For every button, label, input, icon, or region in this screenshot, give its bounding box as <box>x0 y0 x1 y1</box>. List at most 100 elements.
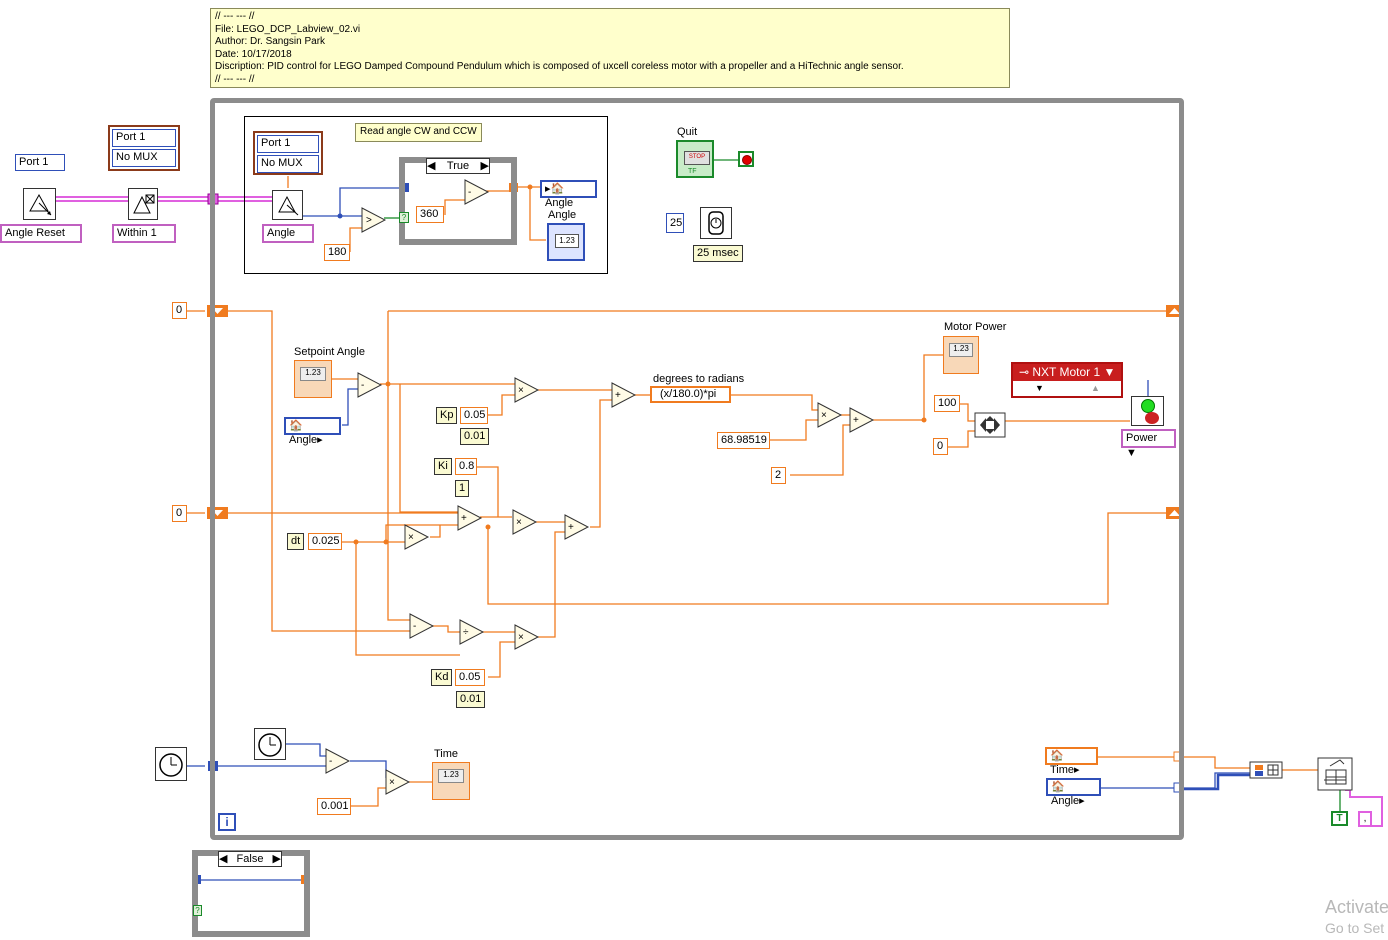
delimiter-constant[interactable]: , <box>1358 811 1372 827</box>
svg-text:+: + <box>568 522 574 533</box>
shift-init-mid[interactable]: 0 <box>172 505 187 522</box>
dt-value[interactable]: 0.025 <box>308 533 342 550</box>
read-angle-selector[interactable]: Angle <box>262 224 314 243</box>
ki-value[interactable]: 0.8 <box>455 458 477 475</box>
angle-indicator-value: 1.23 <box>555 234 579 248</box>
nxt-motor-header[interactable]: ⊸ NXT Motor 1 ▼ <box>1013 364 1121 381</box>
angle-local-read[interactable]: 🏠Angle▸ <box>1046 778 1101 807</box>
arrow-right-icon: ▸ <box>1079 795 1085 807</box>
svg-text:+: + <box>853 415 859 426</box>
read-angle-comment: Read angle CW and CCW <box>355 123 482 142</box>
svg-text:×: × <box>389 777 395 788</box>
tick-count-inner[interactable] <box>254 728 286 760</box>
svg-text:+: + <box>461 513 467 524</box>
motor-power-label: Motor Power <box>944 321 1007 333</box>
while-loop-frame[interactable] <box>210 98 1184 840</box>
dropdown-arrow-icon: ▼ <box>1100 365 1116 379</box>
down-arrow-icon[interactable]: ▼ <box>1035 383 1044 393</box>
wait-constant[interactable]: 25 <box>666 213 684 233</box>
svg-text:-: - <box>413 621 416 632</box>
up-arrow-icon[interactable]: ▲ <box>1091 383 1100 393</box>
arrow-right-icon: ▸ <box>1074 764 1080 776</box>
nxt-motor-arrows[interactable]: ▼ ▲ <box>1013 381 1121 396</box>
false-case-selector-terminal: ? <box>193 905 202 916</box>
ki-label: Ki <box>434 458 452 475</box>
const-100[interactable]: 100 <box>934 395 960 412</box>
wait-ms-node[interactable] <box>700 207 732 239</box>
port-mux-cluster[interactable]: Port 1 No MUX <box>108 125 180 171</box>
stop-circle-icon <box>742 155 752 165</box>
port-constant-mux[interactable]: Port 1 <box>112 129 176 147</box>
read-port-cluster[interactable]: Port 1 No MUX <box>253 131 323 175</box>
arrow-right-icon: ▸ <box>317 434 323 446</box>
time-local-read[interactable]: 🏠Time▸ <box>1045 747 1098 776</box>
angle-local-write[interactable]: ▸🏠Angle <box>540 180 597 209</box>
wait-clock-icon <box>708 211 724 235</box>
svg-text:×: × <box>516 517 522 528</box>
angle-reset-vi[interactable] <box>23 188 56 220</box>
kd-label: Kd <box>431 669 453 686</box>
multiply-prim-gain: × <box>817 402 843 428</box>
read-port-constant[interactable]: Port 1 <box>257 135 319 153</box>
read-angle-frame <box>244 116 608 274</box>
nxt-motor-selector[interactable]: ⊸ NXT Motor 1 ▼ ▼ ▲ <box>1011 362 1123 398</box>
read-angle-vi[interactable] <box>272 190 303 220</box>
const-360[interactable]: 360 <box>416 206 444 223</box>
kp-value[interactable]: 0.05 <box>460 407 488 424</box>
iteration-terminal: i <box>218 813 236 831</box>
local-variable-icon: ▸🏠 <box>545 183 565 195</box>
case-selector-label: True <box>446 160 470 172</box>
quit-button[interactable]: STOP TF <box>676 140 714 178</box>
shift-init-top[interactable]: 0 <box>172 302 187 319</box>
multiply-prim-time: × <box>385 769 411 795</box>
case-next-icon[interactable]: ▶ <box>480 160 489 172</box>
activate-watermark: Activate <box>1325 897 1388 917</box>
multiply-prim-kp: × <box>514 377 540 403</box>
kd-value[interactable]: 0.05 <box>455 669 485 686</box>
const-0-motor[interactable]: 0 <box>933 438 948 455</box>
time-indicator: 1.23 <box>432 762 470 800</box>
subtract-prim-case: - <box>464 179 490 205</box>
case-next-icon[interactable]: ▶ <box>272 853 281 865</box>
blue-junction <box>337 213 343 219</box>
const-gain[interactable]: 68.98519 <box>717 432 770 449</box>
wire-junctions <box>353 184 927 545</box>
port-constant-left[interactable]: Port 1 <box>15 154 65 171</box>
svg-text:-: - <box>329 756 332 767</box>
read-no-mux-constant[interactable]: No MUX <box>257 155 319 173</box>
setpoint-angle-local[interactable]: 🏠Angle▸ <box>284 417 341 446</box>
no-mux-constant[interactable]: No MUX <box>112 149 176 167</box>
power-selector[interactable]: Power ▼ <box>1121 429 1176 459</box>
const-2[interactable]: 2 <box>771 467 786 484</box>
time-value: 1.23 <box>438 769 464 783</box>
local-variable-icon: 🏠 <box>1050 750 1064 762</box>
within-vi[interactable] <box>128 188 158 220</box>
case-prev-icon[interactable]: ◀ <box>219 853 228 865</box>
angle-sensor-icon <box>278 195 299 216</box>
motor-vi[interactable] <box>1131 396 1164 426</box>
ki-increment: 1 <box>455 480 470 497</box>
mux-sensor-icon <box>133 194 155 214</box>
time-scale-constant[interactable]: 0.001 <box>317 798 351 815</box>
svg-text:×: × <box>518 632 524 643</box>
case-prev-icon[interactable]: ◀ <box>427 160 436 172</box>
kp-increment: 0.01 <box>460 428 490 445</box>
case-selector-false[interactable]: ◀ False ▶ <box>218 851 282 867</box>
svg-text:×: × <box>518 385 524 396</box>
angle-reset-selector[interactable]: Angle Reset <box>0 224 82 243</box>
kd-increment: 0.01 <box>456 691 486 708</box>
setpoint-control[interactable]: 1.23 <box>294 360 332 398</box>
within-selector[interactable]: Within 1 <box>112 224 176 243</box>
formula-node[interactable]: (x/180.0)*pi <box>650 386 731 403</box>
angle-indicator: 1.23 <box>547 223 585 261</box>
loop-condition-terminal[interactable] <box>738 151 754 167</box>
build-array-node <box>1249 761 1283 779</box>
subtract-prim-derivative: - <box>409 613 435 639</box>
subtract-prim-time: - <box>325 748 351 774</box>
svg-text:-: - <box>361 380 364 391</box>
true-constant[interactable]: T <box>1331 811 1348 826</box>
case-selector-true[interactable]: ◀ True ▶ <box>426 158 490 174</box>
const-180[interactable]: 180 <box>324 244 350 261</box>
svg-text:×: × <box>821 410 827 421</box>
tick-count-outer[interactable] <box>155 747 187 781</box>
